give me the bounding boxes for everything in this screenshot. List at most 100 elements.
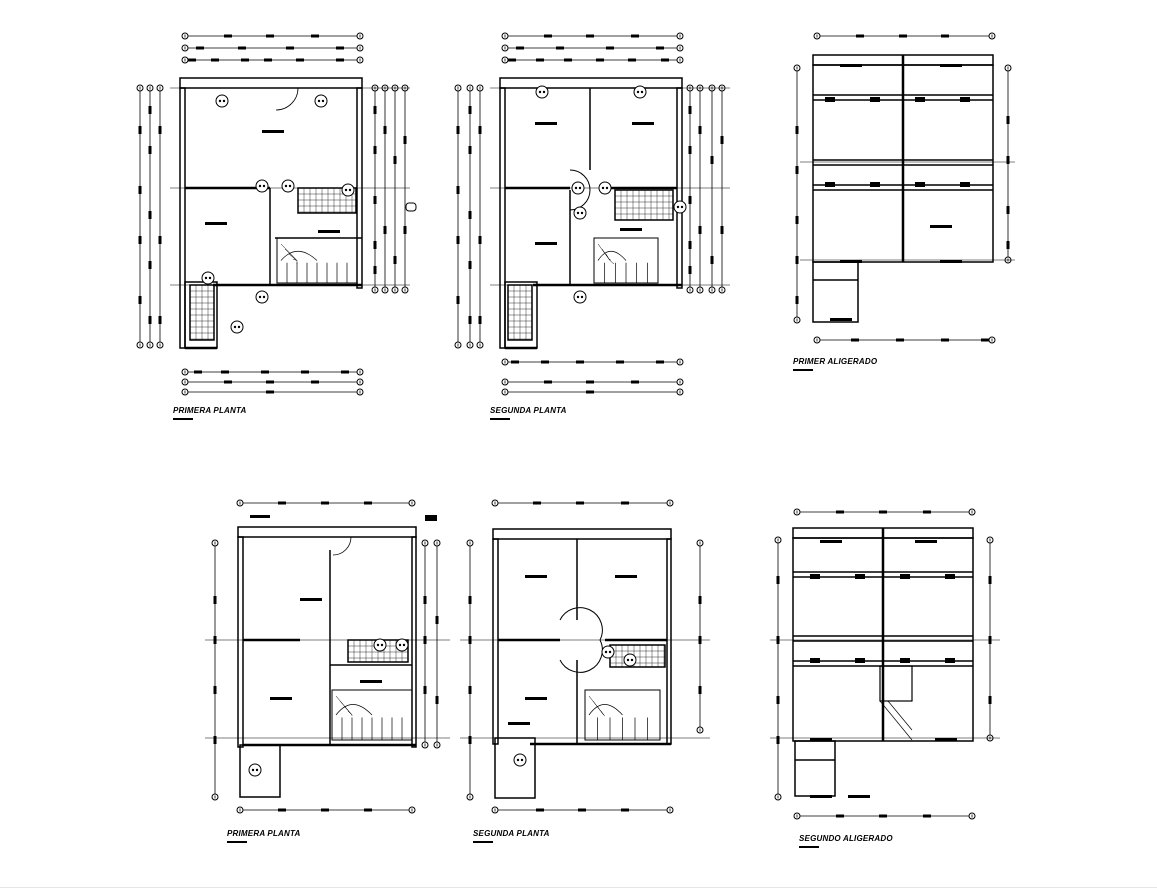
dimension-tick <box>393 156 397 164</box>
outlet-pin <box>258 184 262 188</box>
dimension-tick <box>336 58 344 62</box>
rect <box>494 737 536 799</box>
dimension-tick <box>478 316 482 324</box>
room-name-tag <box>915 540 937 543</box>
panel-title-underline <box>227 841 247 843</box>
dimension-tick <box>148 106 152 114</box>
outlet-pin <box>317 99 321 103</box>
electrical-outlet-symbol <box>598 181 612 195</box>
outlet-pin <box>576 211 580 215</box>
line <box>600 710 604 716</box>
dimension-tick <box>194 370 202 374</box>
joist-mark <box>825 97 835 102</box>
electrical-outlet-symbol <box>281 179 295 193</box>
line <box>288 253 298 261</box>
outlet-pin <box>222 99 226 103</box>
dimension-tick <box>468 316 472 324</box>
dimension-tick <box>516 46 524 50</box>
electrical-outlet-symbol <box>571 181 585 195</box>
dimension-tick <box>158 316 162 324</box>
outlet-pin <box>258 295 262 299</box>
room-name-tag <box>262 130 284 133</box>
electrical-outlet-symbol <box>230 320 244 334</box>
dimension-tick <box>341 370 349 374</box>
dimension-tick <box>321 808 329 812</box>
dimension-tick <box>158 236 162 244</box>
dimension-tick <box>896 338 904 342</box>
dimension-tick <box>138 126 142 134</box>
line <box>609 260 615 265</box>
electrical-outlet-symbol <box>573 290 587 304</box>
dimension-tick <box>795 256 799 264</box>
dimension-tick <box>224 380 232 384</box>
joist-mark <box>870 182 880 187</box>
dimension-tick <box>988 576 992 584</box>
outlet-pin <box>576 295 580 299</box>
rect <box>609 644 666 668</box>
outlet-pin <box>520 758 524 762</box>
panel-title-segunda-planta-2: SEGUNDA PLANTA <box>473 829 550 838</box>
dimension-tick <box>383 226 387 234</box>
rect <box>411 536 417 748</box>
dimension-tick <box>456 186 460 194</box>
dimension-tick <box>373 196 377 204</box>
outlet-pin <box>376 643 380 647</box>
dimension-tick <box>698 596 702 604</box>
panel-title-primera-planta-1: PRIMERA PLANTA <box>173 406 247 415</box>
panel-segunda-planta-top <box>454 32 730 396</box>
joist-mark <box>825 182 835 187</box>
rect <box>499 87 506 349</box>
dimension-tick <box>776 576 780 584</box>
dimension-tick <box>621 808 629 812</box>
dimension-tick <box>688 266 692 274</box>
dimension-tick <box>631 34 639 38</box>
dimension-tick <box>261 370 269 374</box>
dimension-tick <box>373 241 377 249</box>
dimension-tick <box>879 814 887 818</box>
outlet-pin <box>233 325 237 329</box>
outlet-pin <box>604 650 608 654</box>
dimension-tick <box>1006 116 1010 124</box>
dimension-tick <box>311 34 319 38</box>
dimension-tick <box>393 256 397 264</box>
dimension-tick <box>710 256 714 264</box>
dimension-tick <box>241 58 249 62</box>
electrical-outlet-symbol <box>395 638 409 652</box>
dimension-tick <box>698 126 702 134</box>
rect <box>666 538 672 745</box>
outlet-pin <box>680 205 684 209</box>
rect <box>239 744 281 798</box>
line <box>605 253 611 261</box>
rect <box>879 665 913 702</box>
dimension-tick <box>621 501 629 505</box>
panel-title-primera-planta-2: PRIMERA PLANTA <box>227 829 301 838</box>
dimension-tick <box>536 58 544 62</box>
dimension-tick <box>710 156 714 164</box>
outlet-pin <box>574 186 578 190</box>
outlet-pin <box>538 90 542 94</box>
dimension-tick <box>576 360 584 364</box>
rect <box>794 740 836 797</box>
dimension-tick <box>311 380 319 384</box>
dimension-tick <box>656 360 664 364</box>
note-tag <box>250 515 270 518</box>
panel-title-underline <box>473 841 493 843</box>
dimension-tick <box>468 686 472 694</box>
dimension-tick <box>856 34 864 38</box>
rect <box>356 87 363 289</box>
room-name-tag <box>830 318 852 321</box>
dimension-tick <box>661 58 669 62</box>
line <box>292 258 298 261</box>
dimension-tick <box>213 686 217 694</box>
outlet-pin <box>251 768 255 772</box>
dimension-tick <box>795 296 799 304</box>
outlet-pin <box>218 99 222 103</box>
dimension-tick <box>403 226 407 234</box>
dimension-tick <box>423 686 427 694</box>
room-name-tag <box>632 122 654 125</box>
electrical-outlet-symbol <box>573 206 587 220</box>
dimension-tick <box>138 186 142 194</box>
dimension-tick <box>564 58 572 62</box>
room-name-tag <box>940 260 962 263</box>
